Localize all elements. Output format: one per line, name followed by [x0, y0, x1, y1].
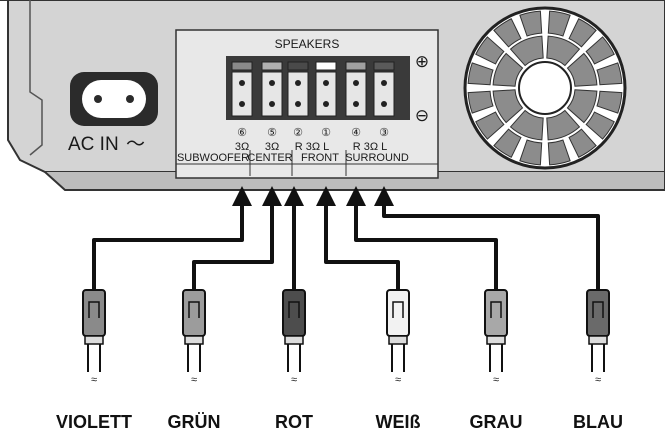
channel-number-2: ⑤	[267, 127, 277, 139]
fan-vent-slot	[467, 90, 494, 114]
fan-vent-slot	[585, 111, 615, 140]
fan-vent-slot	[547, 10, 571, 37]
terminal-hole-minus	[323, 101, 329, 107]
channel-number-3: ②	[293, 127, 303, 139]
fan-vent-slot	[546, 35, 581, 67]
minus-icon: ⊖	[415, 106, 429, 125]
terminal-hole-minus	[381, 101, 387, 107]
speaker-plug-3[interactable]: ≈	[282, 289, 306, 386]
terminal-hole-plus	[323, 80, 329, 86]
terminal-color-tab	[261, 61, 283, 71]
speakers-title: SPEAKERS	[275, 37, 340, 51]
cooling-fan-grille	[463, 6, 627, 170]
channel-number-4: ①	[321, 127, 331, 139]
fan-vent-slot	[546, 109, 581, 141]
channel-impedance-5: R 3Ω L	[353, 141, 388, 153]
plug-label-3: ROT	[275, 412, 313, 432]
plug-label-6: BLAU	[573, 412, 623, 432]
group-label-row: SUBWOOFER CENTER FRONT SURROUND	[176, 150, 438, 176]
fan-vent-slot	[566, 89, 598, 124]
speaker-plug-4[interactable]: ≈	[386, 289, 410, 386]
terminal-hole-minus	[269, 101, 275, 107]
speaker-plug-2[interactable]: ≈	[182, 289, 206, 386]
fan-vent-slot	[568, 18, 597, 48]
terminal-hole-minus	[239, 101, 245, 107]
ac-in-label: AC IN	[68, 134, 119, 155]
terminal-hole-minus	[295, 101, 301, 107]
svg-text:≈: ≈	[493, 374, 499, 386]
speaker-terminal-1[interactable]	[231, 61, 253, 117]
speaker-terminal-2[interactable]	[261, 61, 283, 117]
group-label-surround: SURROUND	[345, 152, 409, 164]
svg-text:≈: ≈	[595, 374, 601, 386]
ac-tilde-symbol: ～	[126, 134, 145, 155]
speaker-terminal-3[interactable]	[287, 61, 309, 117]
fan-vent-slot	[509, 109, 544, 141]
terminal-color-tab	[231, 61, 253, 71]
terminal-hole-plus	[353, 80, 359, 86]
fan-vent-slot	[475, 111, 505, 140]
speaker-plug-1[interactable]: ≈	[82, 289, 106, 386]
fan-vent-slot	[585, 36, 615, 65]
speaker-terminal-5[interactable]	[345, 61, 367, 117]
fan-vent-slot	[568, 128, 597, 158]
ac-pin-left	[94, 95, 102, 103]
speaker-plug-6[interactable]: ≈	[586, 289, 610, 386]
plus-icon: ⊕	[415, 52, 429, 71]
terminal-hole-plus	[295, 80, 301, 86]
fan-vent-slot	[492, 89, 524, 124]
terminal-hole-plus	[269, 80, 275, 86]
fan-vent-slot	[566, 52, 598, 87]
cable-4	[316, 186, 400, 290]
svg-text:≈: ≈	[91, 374, 97, 386]
group-label-front: FRONT	[301, 152, 339, 164]
channel-number-6: ③	[379, 127, 389, 139]
terminal-hole-plus	[239, 80, 245, 86]
channel-number-5: ④	[351, 127, 361, 139]
svg-text:≈: ≈	[395, 374, 401, 386]
terminal-color-tab	[373, 61, 395, 71]
plug-label-2: GRÜN	[168, 412, 221, 432]
ac-pin-right	[126, 95, 134, 103]
fan-vent-slot	[467, 62, 494, 86]
fan-vent-slot	[547, 139, 571, 166]
speaker-terminal-6[interactable]	[373, 61, 395, 117]
terminal-hole-plus	[381, 80, 387, 86]
fan-vent-slot	[492, 52, 524, 87]
ac-inlet[interactable]	[70, 72, 158, 126]
terminal-hole-minus	[353, 101, 359, 107]
channel-number-1: ⑥	[237, 127, 247, 139]
fan-vent-slot	[596, 62, 623, 86]
svg-text:≈: ≈	[191, 374, 197, 386]
group-label-subwoofer: SUBWOOFER	[177, 152, 249, 164]
channel-impedance-2: 3Ω	[265, 141, 279, 153]
speaker-plug-5[interactable]: ≈	[484, 289, 508, 386]
group-label-center: CENTER	[247, 152, 292, 164]
fan-vent-slot	[519, 10, 543, 37]
plug-label-4: WEIß	[376, 412, 421, 432]
terminal-color-tab	[315, 61, 337, 71]
speaker-terminal-4[interactable]	[315, 61, 337, 117]
terminal-color-tab	[345, 61, 367, 71]
plug-label-1: VIOLETT	[56, 412, 132, 432]
svg-text:≈: ≈	[291, 374, 297, 386]
fan-vent-slot	[596, 90, 623, 114]
fan-vent-slot	[509, 35, 544, 67]
fan-vent-slot	[475, 36, 505, 65]
fan-vent-slot	[519, 139, 543, 166]
fan-vent-slot	[493, 128, 522, 158]
fan-vent-slot	[493, 18, 522, 48]
cable-5	[346, 186, 498, 290]
channel-impedance-1: 3Ω	[235, 141, 249, 153]
plug-label-5: GRAU	[470, 412, 523, 432]
fan-hub	[518, 61, 572, 115]
channel-impedance-3: R 3Ω L	[295, 141, 330, 153]
cable-2	[192, 186, 282, 290]
cable-6	[374, 186, 600, 290]
cable-1	[92, 186, 252, 290]
terminal-color-tab	[287, 61, 309, 71]
